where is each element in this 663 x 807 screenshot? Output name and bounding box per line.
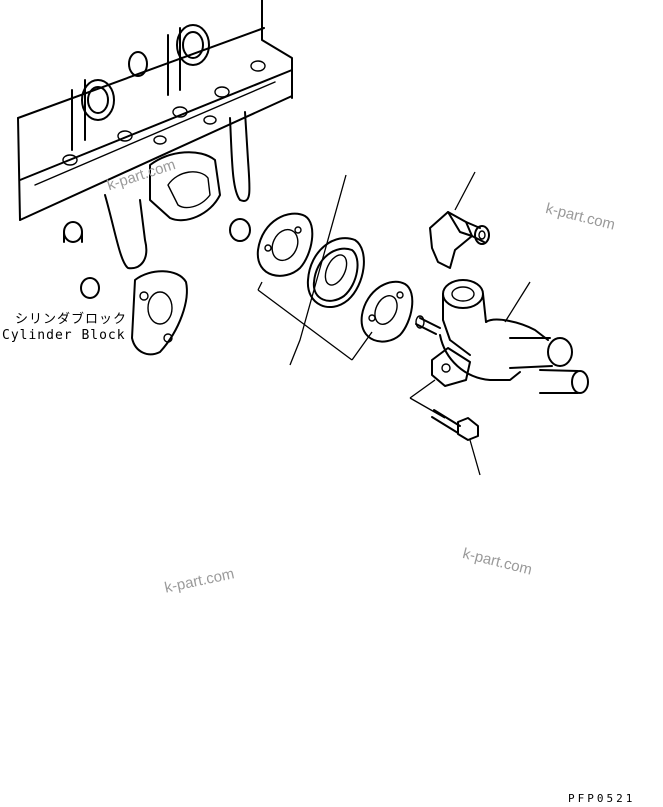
drawing-code: PFP0521 — [568, 792, 636, 805]
gasket-leader — [257, 174, 373, 366]
cylinder-block-label-jp: シリンダブロック — [15, 312, 128, 327]
valve-body — [415, 279, 589, 394]
cylinder-block — [17, 0, 293, 356]
bolt — [409, 379, 481, 476]
gasket-2-thick — [306, 237, 365, 309]
elbow-fitting — [429, 171, 490, 269]
gasket-3 — [360, 280, 414, 343]
gasket-1 — [256, 212, 314, 277]
cylinder-block-label-en: Cylinder Block — [2, 328, 126, 343]
